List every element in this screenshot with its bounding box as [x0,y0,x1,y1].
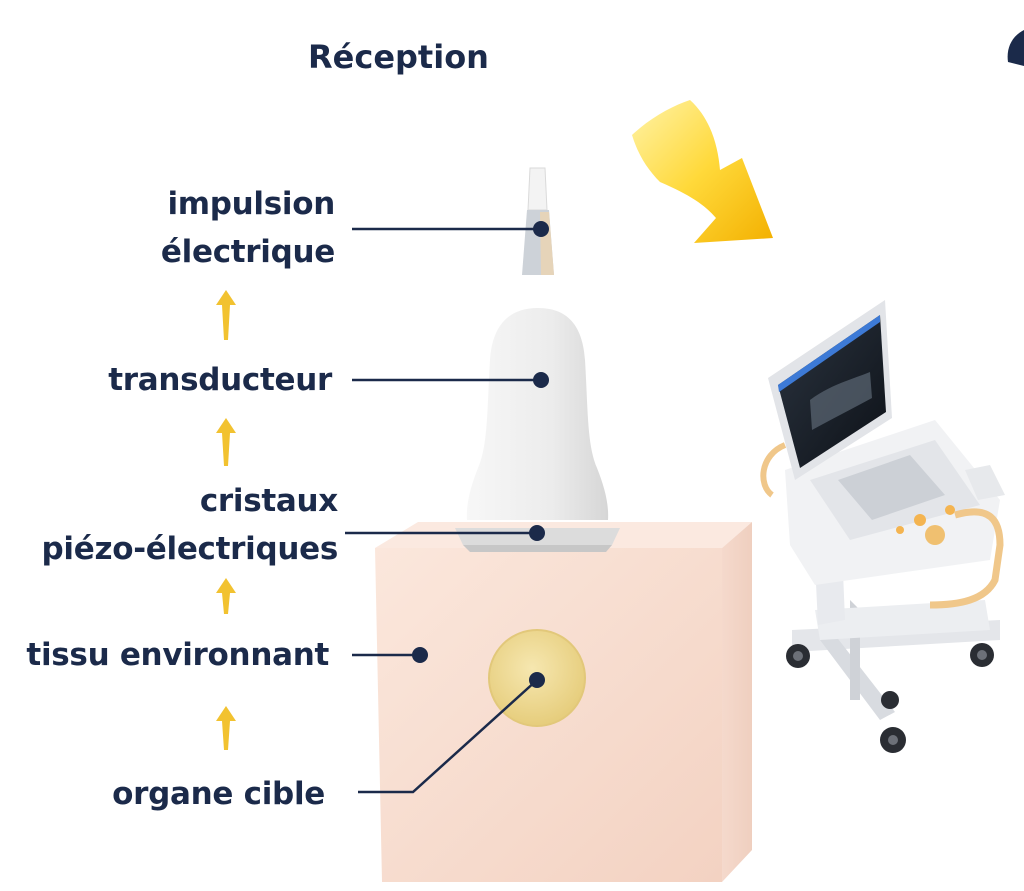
label-impulsion-line2: électrique [160,234,335,270]
diagram-title: Réception [308,38,489,76]
curved-arrow-icon [632,100,773,243]
ultrasound-machine-icon [760,300,1005,753]
corner-logo-fragment [1007,30,1024,66]
dot-cristaux [529,525,545,541]
up-arrow-icon [216,418,236,466]
leader-lines [345,227,541,794]
dot-transducteur [533,372,549,388]
dot-impulsion [533,221,549,237]
probe-cable [522,167,554,275]
label-transducteur: transducteur [108,362,332,398]
up-arrow-icon [216,578,236,614]
dot-tissu [412,647,428,663]
label-cristaux-line1: cristaux [199,483,338,519]
dot-organe [529,672,545,688]
label-tissu-environnant: tissu environnant [26,637,329,673]
label-cristaux: cristaux piézo-électriques [41,477,339,573]
label-impulsion-electrique: impulsion électrique [161,180,335,276]
transducer-body [466,308,609,520]
label-cristaux-line2: piézo-électriques [41,531,339,567]
up-arrow-icon [216,706,236,750]
up-arrow-icon [216,290,236,340]
label-impulsion-line1: impulsion [167,186,335,222]
label-organe-cible: organe cible [112,776,325,812]
